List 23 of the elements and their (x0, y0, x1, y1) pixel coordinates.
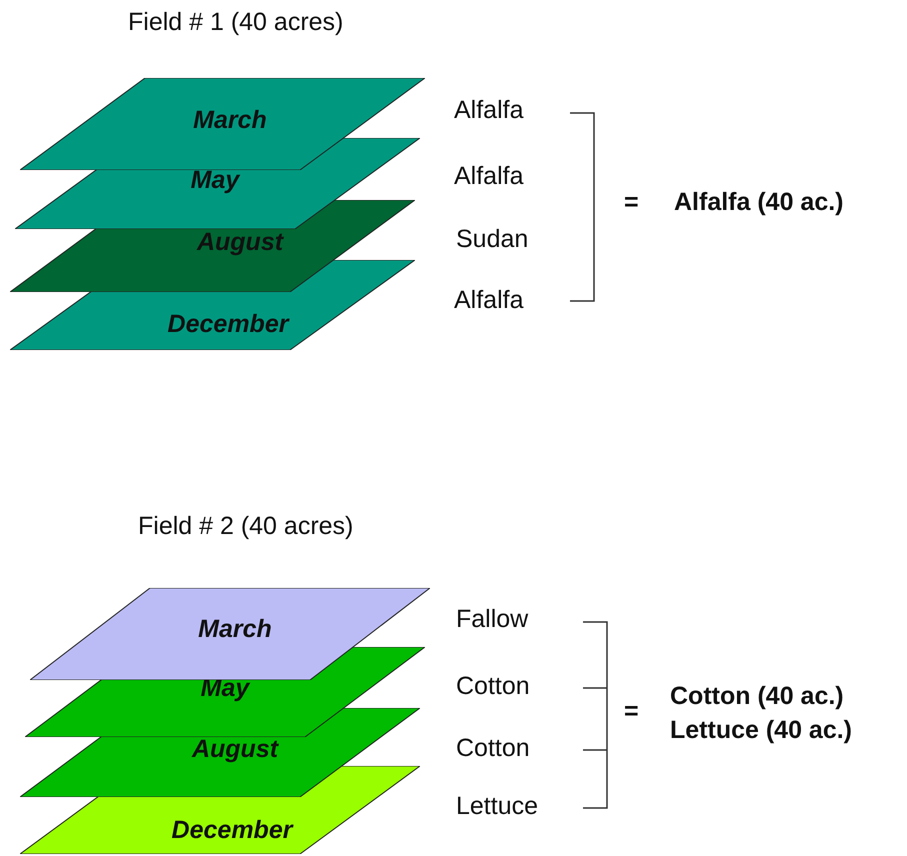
crop-label: Cotton (456, 672, 530, 701)
equals-sign: = (624, 697, 639, 726)
month-label: December (172, 816, 292, 844)
crop-label: Sudan (456, 225, 528, 254)
equals-sign: = (624, 188, 639, 217)
result-label: Lettuce (40 ac.) (670, 716, 852, 745)
month-label: August (196, 228, 284, 256)
result-label: Alfalfa (40 ac.) (674, 188, 844, 217)
month-label: December (168, 310, 288, 338)
month-label: March (193, 106, 267, 134)
field-heading: Field # 1 (40 acres) (128, 8, 344, 37)
field-heading: Field # 2 (40 acres) (138, 512, 354, 541)
result-label: Cotton (40 ac.) (670, 682, 844, 711)
crop-label: Lettuce (456, 792, 538, 821)
month-label: May (190, 166, 240, 194)
crop-label: Alfalfa (454, 96, 524, 125)
crop-label: Alfalfa (454, 162, 524, 191)
month-label: March (198, 615, 272, 643)
crop-label: Cotton (456, 734, 530, 763)
month-label: May (200, 674, 250, 702)
month-label: August (192, 735, 278, 763)
crop-label: Alfalfa (454, 286, 524, 315)
crop-label: Fallow (456, 605, 528, 634)
